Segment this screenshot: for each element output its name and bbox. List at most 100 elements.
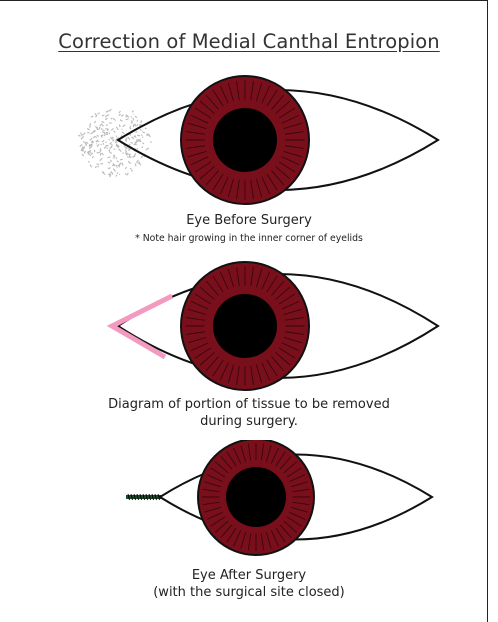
page-title: Correction of Medial Canthal Entropion [0,30,498,53]
hair-strand [140,129,142,130]
hair-strand [81,133,82,135]
hair-strand [113,169,115,172]
hair-strand [102,115,104,116]
hair-strand [100,124,102,126]
hair-strand [123,125,126,127]
hair-strand [100,150,101,153]
caption-before: Eye Before Surgery [0,212,498,229]
pupil [226,467,286,527]
hair-strand [104,135,105,136]
hair-strand [126,119,129,120]
hair-strand [145,128,146,129]
hair-strand [137,148,138,149]
hair-strand [135,142,136,145]
hair-strand [130,128,132,130]
eye-after-surgery [0,440,498,560]
hair-strand [108,168,110,169]
hair-strand [117,161,119,162]
hair-strand [135,164,136,167]
hair-strand [87,129,89,130]
hair-strand [83,146,84,149]
hair-strand [102,122,104,123]
hair-strand [88,161,89,162]
hair-strand [122,163,123,166]
hair-strand [134,153,136,156]
hair-strand [127,173,129,175]
hair-strand [109,109,112,111]
hair-strand [114,131,116,133]
hair-strand [119,174,120,175]
inner-corner-hair [78,109,151,177]
hair-strand [130,157,132,158]
hair-strand [141,135,142,136]
pupil [213,294,277,358]
hair-strand [119,111,120,113]
hair-strand [97,141,99,142]
caption-before-note: * Note hair growing in the inner corner … [0,233,498,244]
hair-strand [102,132,105,134]
hair-strand [115,140,116,141]
hair-strand [120,120,122,122]
hair-strand [131,117,132,118]
hair-strand [119,124,120,127]
hair-strand [146,148,149,150]
hair-strand [126,148,128,149]
hair-strand [113,118,116,120]
hair-strand [104,134,106,135]
hair-strand [90,138,92,140]
hair-strand [106,125,108,126]
hair-strand [131,142,133,143]
hair-strand [122,132,124,134]
hair-strand [135,116,137,118]
hair-strand [91,116,93,117]
caption-diagram-line-2: during surgery. [0,413,498,430]
hair-strand [111,128,113,130]
hair-strand [121,115,123,116]
hair-strand [106,111,109,113]
hair-strand [137,124,138,125]
hair-strand [139,163,141,165]
hair-strand [95,166,96,167]
hair-strand [141,120,142,123]
hair-strand [116,175,118,176]
hair-strand [103,130,105,131]
hair-strand [151,141,152,143]
hair-strand [115,142,117,143]
hair-strand [93,136,95,138]
hair-strand [107,157,110,158]
tissue-removal-marker [112,296,172,357]
hair-strand [86,142,88,144]
hair-strand [149,135,150,138]
hair-strand [112,137,114,138]
hair-strand [112,140,114,141]
closed-surgical-site [126,494,162,500]
hair-strand [100,158,103,161]
hair-strand [80,144,82,146]
hair-strand [116,127,118,130]
hair-strand [119,114,121,115]
hair-strand [129,144,130,145]
hair-strand [78,135,80,136]
hair-strand [109,149,110,151]
hair-strand [109,152,111,154]
hair-strand [81,136,84,139]
hair-strand [104,146,106,149]
hair-strand [94,121,96,123]
hair-strand [102,153,104,155]
pink-tissue-outline [112,296,172,357]
caption-after-line-2: (with the surgical site closed) [0,584,498,601]
hair-strand [99,127,100,130]
hair-strand [130,126,131,128]
hair-strand [136,160,138,163]
hair-strand [87,132,89,133]
hair-strand [95,113,97,115]
hair-strand [90,123,91,126]
hair-strand [108,162,110,163]
hair-strand [90,165,92,168]
hair-strand [137,120,138,122]
hair-strand [81,135,82,136]
hair-strand [91,133,93,134]
hair-strand [97,135,99,137]
hair-strand [110,160,111,162]
hair-strand [128,137,130,140]
